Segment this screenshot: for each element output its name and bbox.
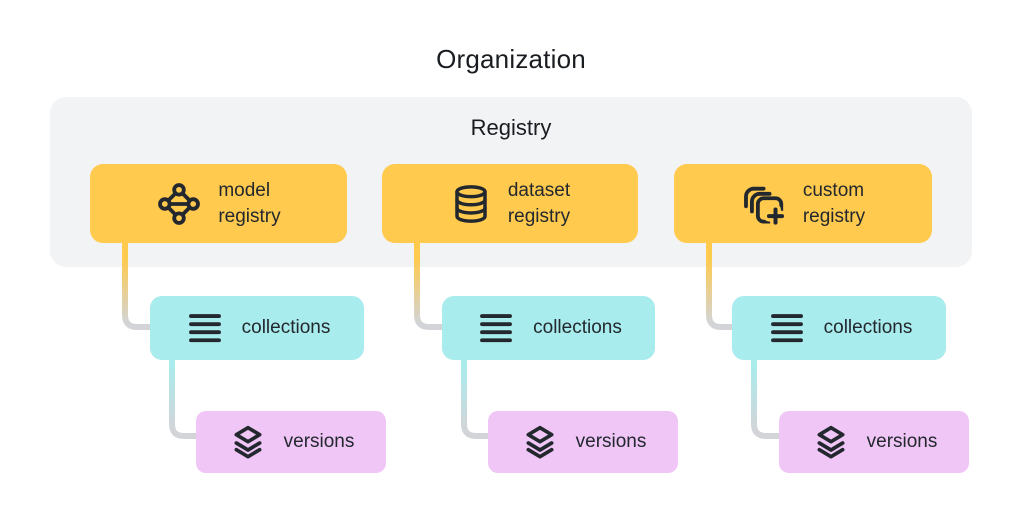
- node-collections-3: collections: [732, 296, 946, 360]
- node-model-registry: model registry: [90, 164, 347, 243]
- node-custom-registry: custom registry: [674, 164, 932, 243]
- layers-icon: [228, 422, 268, 462]
- node-label: collections: [533, 317, 622, 338]
- registry-panel-label: Registry: [470, 115, 552, 140]
- node-collections-2: collections: [442, 296, 655, 360]
- list-icon: [766, 307, 808, 349]
- stacked-squares-plus-icon: [741, 181, 787, 227]
- connector-collections-versions-2: [461, 358, 490, 439]
- connector-collections-versions-1: [169, 358, 198, 439]
- layers-icon: [520, 422, 560, 462]
- layers-icon: [811, 422, 851, 462]
- node-label: versions: [283, 431, 355, 452]
- node-label: versions: [575, 431, 647, 452]
- node-label: collections: [241, 317, 331, 338]
- node-dataset-registry: dataset registry: [382, 164, 638, 243]
- node-label: collections: [823, 317, 913, 338]
- model-graph-icon: [156, 181, 202, 227]
- diagram-title: Organization: [436, 44, 586, 74]
- node-versions-3: versions: [779, 411, 969, 473]
- node-versions-2: versions: [488, 411, 678, 473]
- node-label: dataset registry: [507, 179, 571, 227]
- node-label: model registry: [218, 179, 281, 227]
- node-collections-1: collections: [150, 296, 364, 360]
- connector-collections-versions-3: [751, 358, 781, 439]
- list-icon: [475, 307, 517, 349]
- database-icon: [450, 183, 492, 225]
- node-label: custom registry: [802, 179, 866, 227]
- node-versions-1: versions: [196, 411, 386, 473]
- list-icon: [184, 307, 226, 349]
- node-label: versions: [866, 431, 938, 452]
